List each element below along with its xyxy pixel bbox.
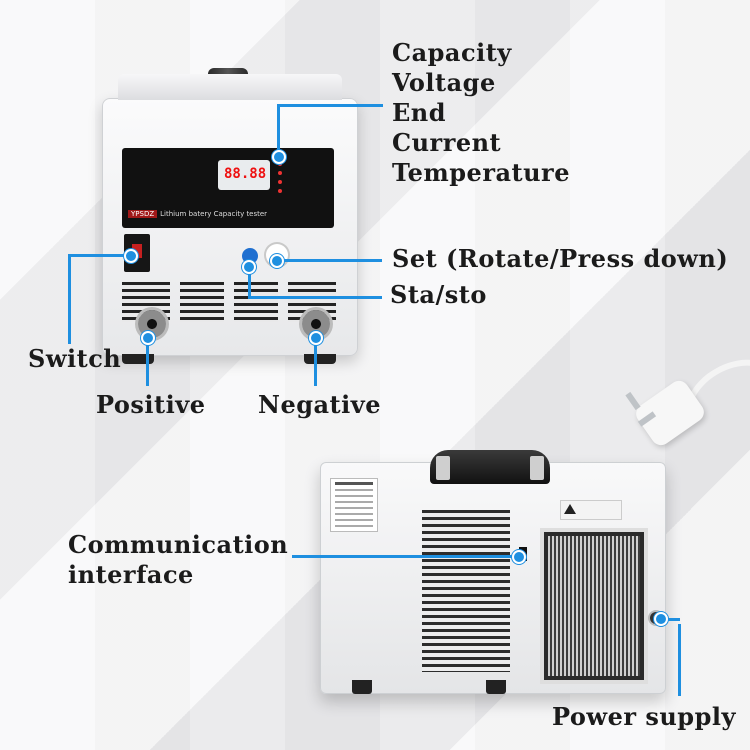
- indicator-leds: [278, 162, 282, 198]
- display-value: 88.88: [224, 166, 267, 182]
- label-voltage: Voltage: [392, 68, 496, 97]
- callout-line-switch: [68, 254, 71, 344]
- callout-dot: [124, 249, 138, 263]
- callout-dot: [654, 612, 668, 626]
- callout-dot: [272, 150, 286, 164]
- label-negative: Negative: [258, 390, 381, 419]
- warning-label: [560, 500, 622, 520]
- label-end: End: [392, 98, 447, 127]
- label-temperature: Temperature: [392, 158, 570, 187]
- callout-line-sta-sto: [248, 296, 382, 299]
- callout-dot: [309, 331, 323, 345]
- brand-name: YPSDZ: [128, 210, 158, 218]
- label-switch: Switch: [28, 344, 122, 373]
- callout-dot: [141, 331, 155, 345]
- callout-dot: [270, 254, 284, 268]
- callout-line-switch: [68, 254, 130, 257]
- label-communication: Communication: [68, 530, 289, 559]
- callout-line-display: [277, 104, 383, 107]
- callout-line-power: [664, 618, 680, 621]
- device-foot: [486, 680, 506, 694]
- label-sta-sto: Sta/sto: [390, 280, 487, 309]
- power-plug-image: [622, 343, 750, 457]
- callout-line-negative: [314, 340, 317, 386]
- label-capacity: Capacity: [392, 38, 512, 67]
- spec-sticker: [330, 478, 378, 532]
- lcd-display: 88.88: [218, 160, 270, 190]
- vent-grille: [234, 282, 278, 322]
- warning-icon: [564, 504, 576, 514]
- callout-line-display: [277, 104, 280, 158]
- model-text: Lithium batery Capacity tester: [160, 210, 268, 218]
- callout-line-communication: [292, 555, 518, 558]
- label-positive: Positive: [96, 390, 206, 419]
- callout-dot: [242, 260, 256, 274]
- side-vent: [422, 510, 510, 672]
- callout-dot: [512, 550, 526, 564]
- device-foot: [122, 354, 154, 364]
- vent-grille: [180, 282, 224, 322]
- label-power-supply: Power supply: [552, 702, 736, 731]
- label-set: Set (Rotate/Press down): [392, 244, 729, 273]
- label-current: Current: [392, 128, 502, 157]
- label-interface: interface: [68, 560, 194, 589]
- callout-line-sta-sto: [248, 264, 251, 298]
- callout-line-power: [678, 624, 681, 696]
- callout-line-positive: [146, 340, 149, 386]
- device-foot: [352, 680, 372, 694]
- plug-pin: [625, 391, 641, 411]
- carry-handle-back: [430, 450, 550, 484]
- callout-line-set: [278, 259, 382, 262]
- device-foot: [304, 354, 336, 364]
- device-top: [118, 74, 342, 100]
- cooling-fan-grille: [540, 528, 648, 684]
